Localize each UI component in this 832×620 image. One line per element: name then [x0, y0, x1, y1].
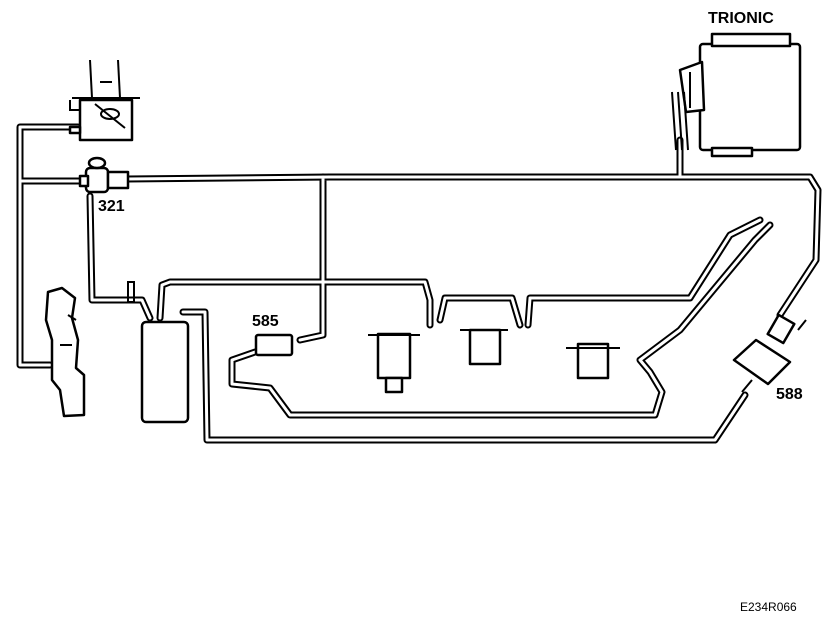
- throttle-body: [68, 59, 140, 142]
- figure-code: E234R066: [740, 600, 797, 614]
- component-588: [732, 313, 807, 393]
- rail-inner: [230, 223, 772, 417]
- valve-321-label: 321: [98, 198, 125, 215]
- component-585-label: 585: [252, 313, 279, 330]
- injector-3: [566, 342, 620, 380]
- fuel-rail-loop: [228, 221, 774, 419]
- hose-network: [16, 123, 822, 444]
- ecu-label: TRIONIC: [708, 10, 774, 27]
- injector-2: [460, 328, 508, 366]
- valve-321: [78, 156, 130, 194]
- hoses-inner: [18, 125, 820, 442]
- injector-1: [368, 332, 420, 394]
- component-588-label: 588: [776, 386, 803, 403]
- engine-bracket: [44, 286, 86, 418]
- component-585: [254, 333, 294, 357]
- charcoal-canister: [127, 281, 190, 424]
- trionic-ecu: [671, 32, 802, 158]
